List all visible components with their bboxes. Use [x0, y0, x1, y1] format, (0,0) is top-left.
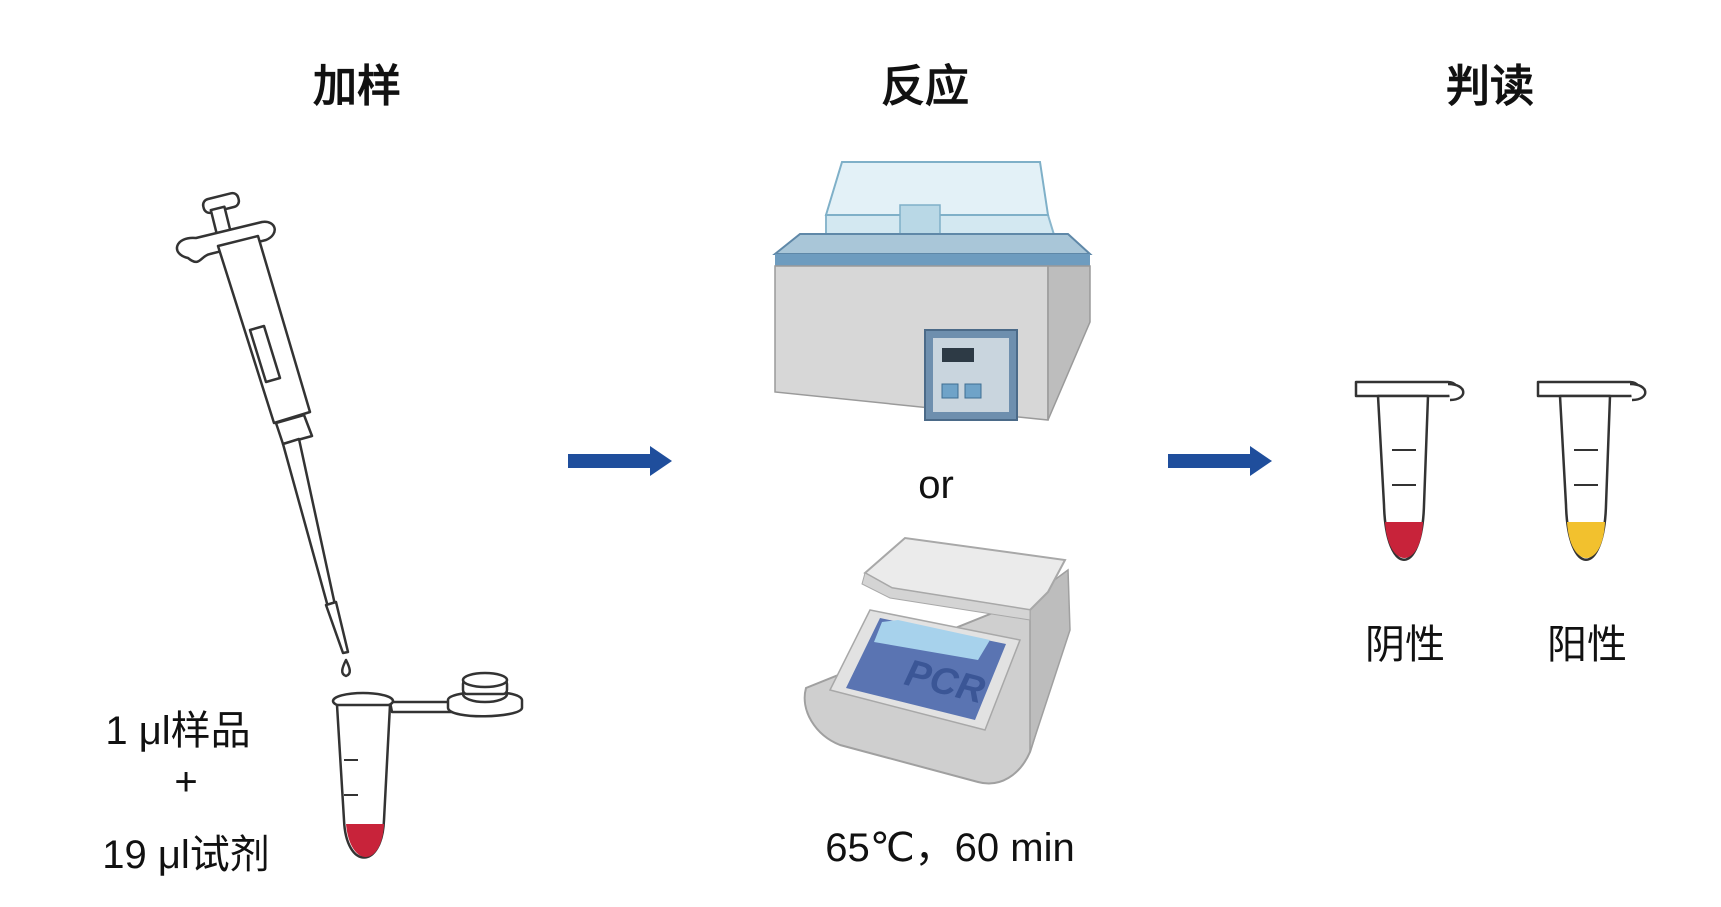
sample-volume-label: 1 μl样品	[105, 709, 251, 753]
react-step-title: 反应	[881, 62, 969, 111]
pipette-icon	[175, 191, 351, 678]
load-step-title: 加样	[313, 62, 401, 111]
arrow-right-icon	[1168, 446, 1272, 476]
reaction-condition-label: 65℃，60 min	[825, 826, 1075, 870]
water-bath-icon	[772, 161, 1093, 421]
or-label: or	[918, 463, 954, 507]
read-step-title: 判读	[1446, 62, 1534, 111]
tube-icon	[331, 671, 524, 859]
pcr-machine-icon: PCR	[803, 536, 1071, 785]
reagent-volume-label: 19 μl试剂	[102, 833, 270, 877]
positive-result-label: 阳性	[1547, 623, 1627, 667]
arrow-right-icon	[568, 446, 672, 476]
tube-icon	[1354, 380, 1465, 561]
negative-result-label: 阴性	[1365, 623, 1445, 667]
tube-icon	[1536, 380, 1647, 561]
plus-sign: +	[174, 760, 198, 804]
